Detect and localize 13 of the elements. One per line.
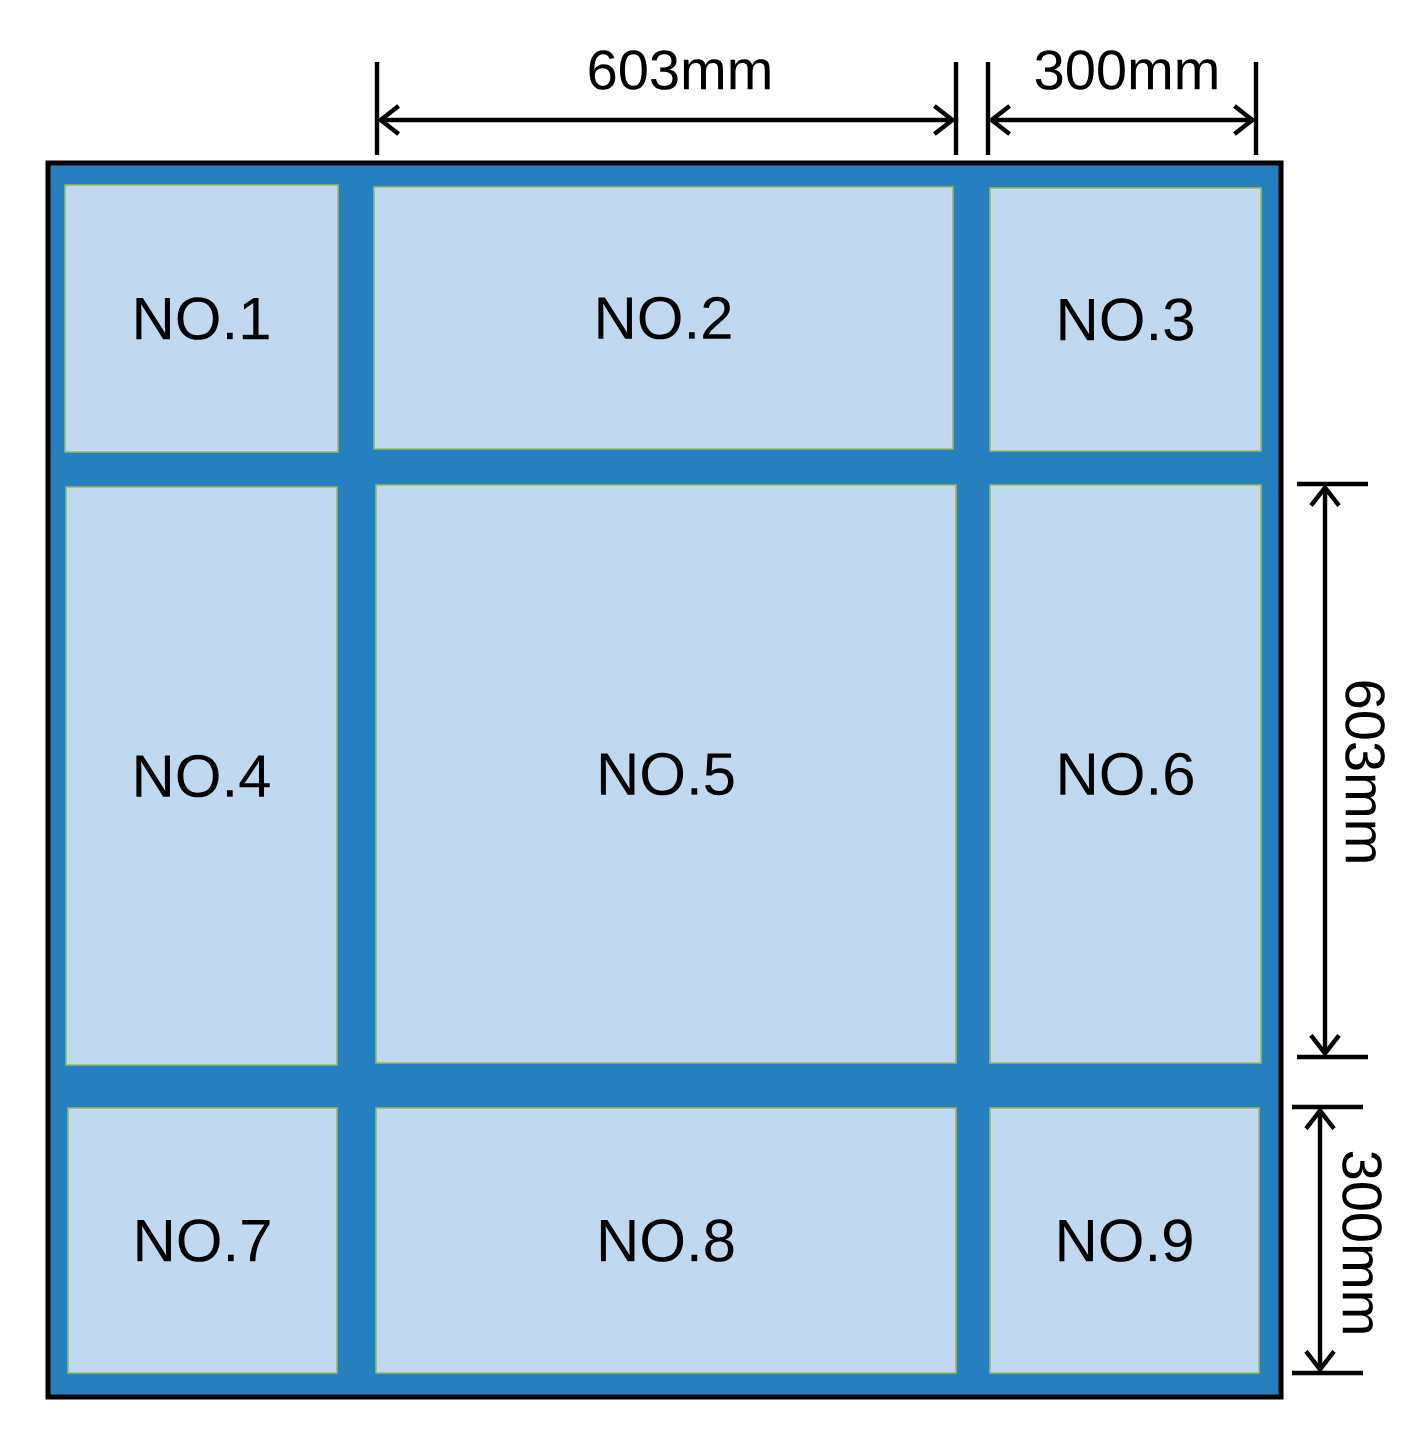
tile: NO.4 [65, 486, 338, 1066]
tile: NO.7 [67, 1107, 338, 1374]
tile: NO.9 [989, 1107, 1260, 1374]
dimension-label: 603mm [1345, 681, 1385, 862]
tile: NO.6 [989, 484, 1262, 1064]
dimension-label: 300mm [1342, 1151, 1382, 1333]
tile: NO.2 [373, 186, 954, 450]
tile: NO.3 [989, 187, 1262, 452]
tile: NO.1 [64, 184, 339, 453]
tile: NO.5 [375, 484, 957, 1064]
tile: NO.8 [375, 1107, 957, 1374]
dimension-label: 300mm [1035, 50, 1217, 90]
dimension-label: 603mm [589, 50, 770, 90]
